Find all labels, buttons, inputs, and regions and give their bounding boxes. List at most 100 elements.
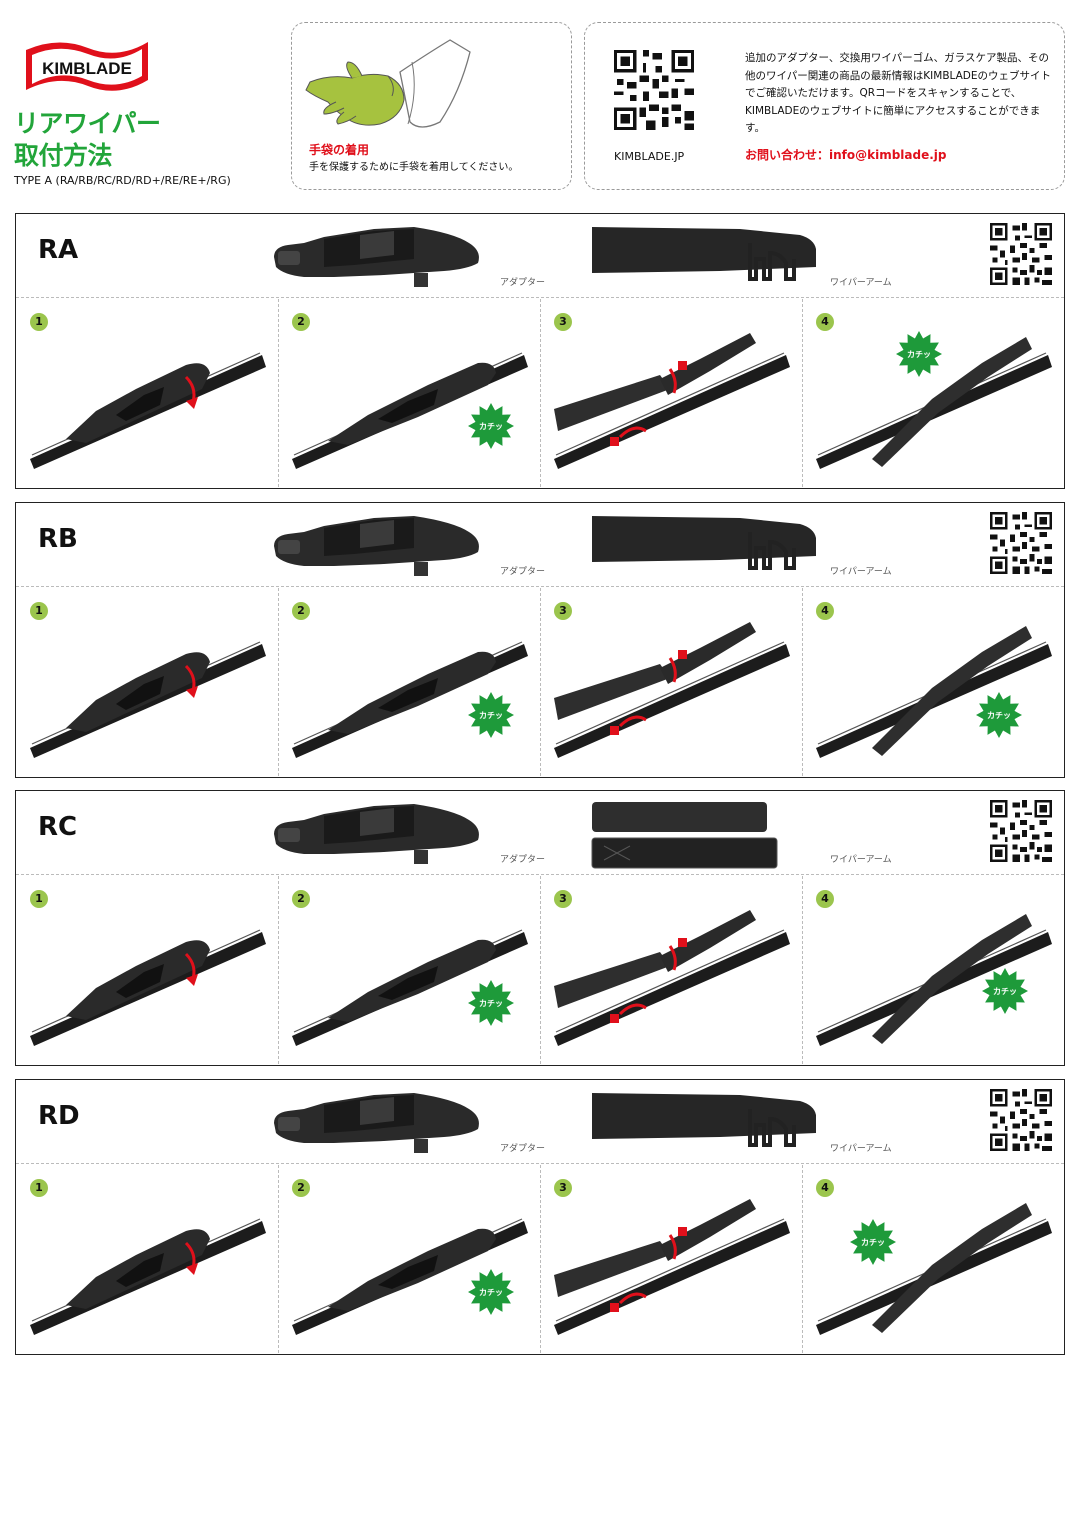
step-number: 4 (816, 1179, 834, 1197)
kachi-text: カチッ (479, 1288, 503, 1297)
step-1-illustration (26, 319, 266, 469)
click-burst-icon: カチッ (896, 331, 942, 377)
section-rc (15, 790, 1065, 1066)
step-3-illustration (550, 896, 790, 1046)
divider (278, 1165, 279, 1353)
step-number: 4 (816, 890, 834, 908)
wiper-arm-label: ワイパーアーム (830, 1144, 892, 1154)
click-burst-icon: カチッ (468, 980, 514, 1026)
adapter-image (264, 508, 494, 578)
divider (16, 297, 1064, 298)
divider (540, 1165, 541, 1353)
kachi-text: カチッ (479, 711, 503, 720)
kimblade-logo: KIMBLADE (18, 28, 156, 108)
section-title: RD (38, 1101, 80, 1131)
step-number: 2 (292, 313, 310, 331)
wiper-arm-image (590, 512, 830, 574)
step-3-illustration (550, 608, 790, 758)
adapter-image (264, 219, 494, 289)
step-number: 4 (816, 313, 834, 331)
kachi-text: カチッ (907, 350, 931, 359)
divider (16, 586, 1064, 587)
section-title: RA (38, 235, 79, 265)
info-box (584, 22, 1065, 190)
step-2-illustration (288, 608, 528, 758)
step-3-illustration (550, 1185, 790, 1335)
step-number: 1 (30, 1179, 48, 1197)
divider (540, 588, 541, 776)
step-number: 3 (554, 313, 572, 331)
title-line-1: リアワイパー (14, 109, 161, 138)
step-number: 2 (292, 602, 310, 620)
step-4-illustration (812, 319, 1052, 469)
click-burst-icon: カチッ (468, 403, 514, 449)
logo-text: KIMBLADE (42, 59, 132, 78)
wiper-arm-label: ワイパーアーム (830, 278, 892, 288)
divider (278, 299, 279, 487)
step-number: 4 (816, 602, 834, 620)
section-title: RB (38, 524, 78, 554)
adapter-label: アダプター (500, 855, 546, 865)
section-title: RC (38, 812, 78, 842)
click-burst-icon: カチッ (982, 968, 1028, 1014)
step-number: 1 (30, 890, 48, 908)
divider (540, 299, 541, 487)
divider (540, 876, 541, 1064)
adapter-label: アダプター (500, 567, 546, 577)
wiper-arm-image (590, 1089, 830, 1151)
divider (278, 876, 279, 1064)
site-url[interactable]: KIMBLADE.JP (614, 150, 685, 163)
wiper-arm-label: ワイパーアーム (830, 855, 892, 865)
step-number: 2 (292, 890, 310, 908)
step-number: 3 (554, 890, 572, 908)
step-2-illustration (288, 1185, 528, 1335)
step-4-illustration (812, 608, 1052, 758)
step-number: 1 (30, 313, 48, 331)
wiper-arm-image (590, 800, 795, 872)
glove-notice-box (291, 22, 572, 190)
qr-code-icon[interactable] (990, 800, 1052, 862)
contact-email[interactable]: お問い合わせ：info@kimblade.jp (745, 148, 947, 162)
divider (16, 1163, 1064, 1164)
step-2-illustration (288, 319, 528, 469)
step-4-illustration (812, 896, 1052, 1046)
kachi-text: カチッ (479, 422, 503, 431)
kachi-text: カチッ (993, 987, 1017, 996)
kachi-text: カチッ (479, 999, 503, 1008)
step-1-illustration (26, 896, 266, 1046)
type-line: TYPE A (RA/RB/RC/RD/RD+/RE/RE+/RG) (14, 174, 231, 187)
click-burst-icon: カチッ (850, 1219, 896, 1265)
step-number: 3 (554, 602, 572, 620)
step-number: 3 (554, 1179, 572, 1197)
qr-code-icon[interactable] (990, 223, 1052, 285)
click-burst-icon: カチッ (468, 1269, 514, 1315)
divider (802, 299, 803, 487)
step-3-illustration (550, 319, 790, 469)
step-1-illustration (26, 608, 266, 758)
page-title: リアワイパー 取付方法 (14, 108, 161, 172)
glove-hand-icon (300, 32, 480, 137)
step-4-illustration (812, 1185, 1052, 1335)
divider (802, 588, 803, 776)
glove-text: 手を保護するために手袋を着用してください。 (309, 162, 519, 173)
divider (802, 1165, 803, 1353)
adapter-image (264, 1085, 494, 1155)
step-number: 1 (30, 602, 48, 620)
click-burst-icon: カチッ (976, 692, 1022, 738)
section-rd (15, 1079, 1065, 1355)
kachi-text: カチッ (861, 1238, 885, 1247)
divider (802, 876, 803, 1064)
step-number: 2 (292, 1179, 310, 1197)
step-1-illustration (26, 1185, 266, 1335)
qr-code-icon[interactable] (990, 1089, 1052, 1151)
qr-code-icon[interactable] (614, 50, 694, 130)
section-ra (15, 213, 1065, 489)
title-line-2: 取付方法 (14, 141, 113, 170)
info-text: 追加のアダプター、交換用ワイパーゴム、ガラスケア製品、その他のワイパー関連の商品… (745, 52, 1052, 134)
qr-code-icon[interactable] (990, 512, 1052, 574)
wiper-arm-label: ワイパーアーム (830, 567, 892, 577)
divider (278, 588, 279, 776)
step-2-illustration (288, 896, 528, 1046)
adapter-label: アダプター (500, 278, 546, 288)
adapter-label: アダプター (500, 1144, 546, 1154)
